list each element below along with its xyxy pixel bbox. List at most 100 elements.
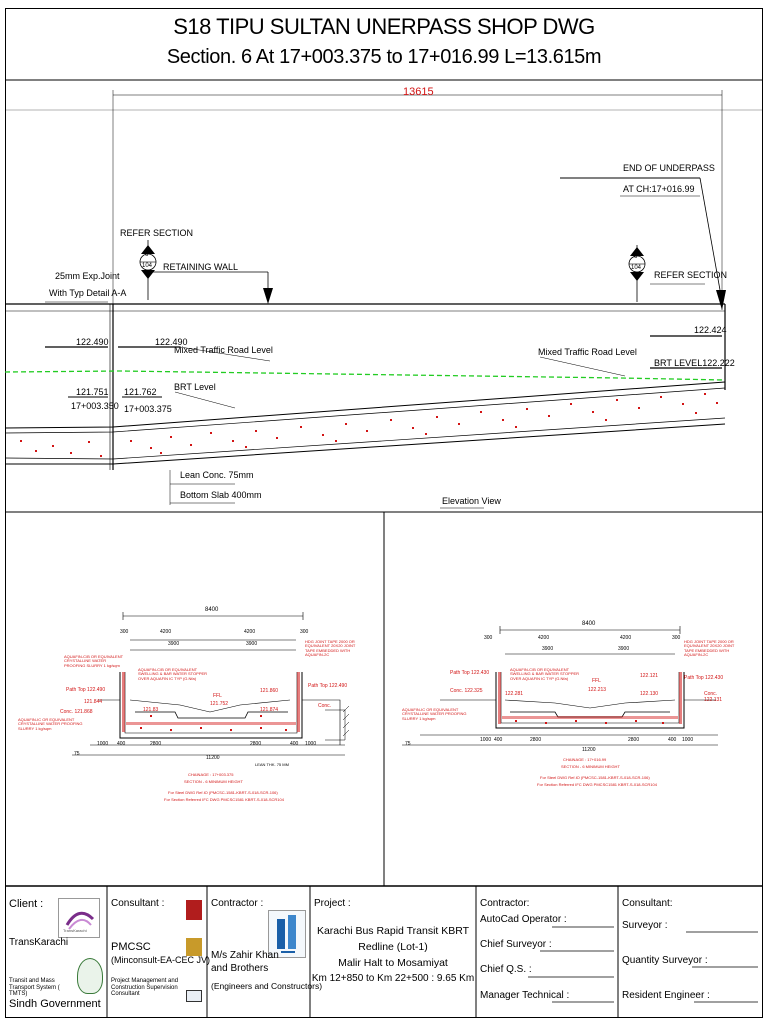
- right-dim-top-4: 300: [672, 635, 681, 641]
- left-level-mid: 121.860: [260, 688, 279, 694]
- quantity-surveyor-label: Quantity Surveyor :: [622, 955, 708, 966]
- exp-joint-label-1: 25mm Exp.Joint: [55, 271, 120, 281]
- drawing-subtitle: Section. 6 At 17+003.375 to 17+016.99 L=…: [166, 46, 602, 68]
- left-level-right-low: 121.874: [260, 707, 279, 713]
- right-ref-2: For Section Referred IFC DWG PMCSC1581 K…: [537, 782, 657, 787]
- surveyor-label: Surveyor :: [622, 920, 668, 931]
- consultant-desc: Project Management and Construction Supe…: [111, 978, 179, 998]
- right-dim-bottom-2: 400: [494, 737, 503, 743]
- left-dim-top-2: 4200: [160, 629, 172, 635]
- right-dim-bottom-1: 1000: [480, 737, 492, 743]
- left-ffl-label: FFL: [213, 693, 222, 699]
- left-dim-bottom-5: 400: [290, 741, 299, 747]
- project-line-1: Karachi Bus Rapid Transit KBRT: [316, 925, 470, 937]
- right-ffl-value: 122.213: [588, 687, 607, 693]
- consultant2-label: Consultant:: [622, 898, 673, 909]
- right-ffl-label: FFL: [592, 678, 601, 684]
- right-dim-bottom-3: 2800: [530, 737, 542, 743]
- autocad-operator-label: AutoCad Operator :: [480, 914, 567, 925]
- right-conc-left: Conc. 122.325: [450, 688, 483, 694]
- client-label: Client :: [9, 898, 44, 910]
- left-path-top-right: Path Top 122.490: [308, 683, 348, 689]
- overall-length: 13615: [403, 86, 434, 98]
- refer-section-right: REFER SECTION: [654, 270, 728, 280]
- right-section-overall: 8400: [582, 621, 596, 627]
- chief-surveyor-label: Chief Surveyor :: [480, 939, 552, 950]
- project-label: Project :: [314, 898, 351, 909]
- sindh-government-seal-icon: [77, 958, 103, 994]
- brt-level-label: BRT Level: [174, 382, 216, 392]
- client-name: TransKarachi: [9, 937, 69, 948]
- right-dim-bottom-6: 1000: [682, 737, 694, 743]
- right-path-top: Path Top 122.430: [450, 670, 490, 676]
- left-dim-top-3: 4200: [244, 629, 256, 635]
- contractor-name-1: M/s Zahir Khan: [211, 950, 279, 961]
- left-dim-mid-2: 3900: [246, 641, 258, 647]
- right-dim-bottom-5: 400: [668, 737, 677, 743]
- exp-joint-label-2: With Typ Detail A-A: [49, 288, 127, 298]
- drawing-frame: [5, 8, 763, 1018]
- left-dim-bottom-3: 2800: [150, 741, 162, 747]
- end-of-underpass-label: END OF UNDERPASS: [623, 163, 715, 173]
- left-ffl-value: 121.752: [210, 701, 229, 707]
- brt-level-right: BRT LEVEL122.222: [654, 358, 735, 368]
- retaining-wall-label: RETAINING WALL: [163, 262, 239, 272]
- left-conc-right: Conc.: [318, 703, 332, 709]
- mixed-traffic-left: Mixed Traffic Road Level: [174, 345, 273, 355]
- right-note-top-right: HDG JOINT TAPE 2000 OR EQUIVALENT 20X20 …: [684, 639, 735, 658]
- contractor-desc: (Engineers and Constructors): [211, 981, 323, 991]
- right-section-note: SECTION - 6 MINIMUM HEIGHT: [561, 764, 620, 769]
- left-section-note: SECTION - 6 MINIMUM HEIGHT: [184, 779, 243, 784]
- right-path-top-right: Path Top 122.430: [684, 675, 724, 681]
- level-b: 121.762: [124, 387, 157, 397]
- right-dim-top-3: 4200: [620, 635, 632, 641]
- mixed-traffic-right: Mixed Traffic Road Level: [538, 347, 637, 357]
- left-note-top-right: HDG JOINT TAPE 2000 OR EQUIVALENT 20X20 …: [305, 639, 356, 658]
- refer-section-left: REFER SECTION: [120, 228, 194, 238]
- cec-logo-icon: [186, 990, 202, 1002]
- resident-engineer-label: Resident Engineer :: [622, 990, 710, 1001]
- left-note-low: AQUAFIN-IC OR EQUIVALENT CRYSTALLINE WAT…: [18, 717, 83, 731]
- contractor-label: Contractor :: [211, 898, 264, 909]
- left-dim-bottom-2: 400: [117, 741, 126, 747]
- chainage-b: 17+003.375: [124, 404, 172, 414]
- right-ref-1: For Steel DWG Ref.IO (PMCSC-1581-KBRT-S-…: [540, 775, 650, 780]
- section-marker-number-right: 6: [634, 254, 638, 260]
- left-end-75: 75: [74, 751, 80, 757]
- right-level-c: 122.130: [640, 691, 659, 697]
- manager-technical-label: Manager Technical :: [480, 990, 570, 1001]
- left-overall-bottom: 11200: [206, 755, 220, 761]
- left-chainage: CHAINAGE : 17+003.375: [188, 772, 234, 777]
- level-a: 121.751: [76, 387, 109, 397]
- left-dim-mid-1: 3900: [168, 641, 180, 647]
- left-note-swelling: AQUAFIN-C/B OR EQUIVALENT SWELLING & BAR…: [138, 667, 208, 681]
- right-dim-bottom-4: 2800: [628, 737, 640, 743]
- level-right: 122.424: [694, 325, 727, 335]
- level-left-2: 122.490: [155, 337, 188, 347]
- right-dim-top-1: 300: [484, 635, 493, 641]
- right-note-low: AQUAFIN-IC OR EQUIVALENT CRYSTALLINE WAT…: [402, 707, 467, 721]
- section-marker-sheet-left: 104: [142, 263, 153, 269]
- right-dim-top-2: 4200: [538, 635, 550, 641]
- right-level-b: 122.121: [640, 673, 659, 679]
- transkarachi-logo: TransKarachi: [58, 898, 100, 938]
- left-section-overall: 8400: [205, 607, 219, 613]
- project-line-4: Km 12+850 to Km 22+500 : 9.65 Km: [311, 973, 475, 984]
- right-conc-right: Conc. 122.131: [704, 691, 723, 703]
- level-left-1: 122.490: [76, 337, 109, 347]
- drawing-title: S18 TIPU SULTAN UNERPASS SHOP DWG: [173, 14, 595, 39]
- bottom-slab-label: Bottom Slab 400mm: [180, 490, 262, 500]
- client-org: Transit and Mass Transport System ( TMTS…: [9, 978, 60, 998]
- section-marker-sheet-right: 104: [631, 265, 642, 271]
- right-note-aquafin: AQUAFIN-C/B OR EQUIVALENT SWELLING & BAR…: [510, 667, 580, 681]
- lean-conc-label: Lean Conc. 75mm: [180, 470, 254, 480]
- consultant-jv: (Minconsult-EA-CEC JV): [111, 955, 211, 965]
- right-level-a: 122.281: [505, 691, 524, 697]
- right-end-75: 75: [405, 741, 411, 747]
- left-ref-2: For Section Referred IFC DWG PMCSC1581 K…: [164, 797, 284, 802]
- right-dim-mid-2: 3900: [618, 646, 630, 652]
- section-marker-number-left: 6: [145, 252, 149, 258]
- left-path-top: Path Top 122.490: [66, 687, 106, 693]
- ea-logo-icon: [186, 938, 202, 956]
